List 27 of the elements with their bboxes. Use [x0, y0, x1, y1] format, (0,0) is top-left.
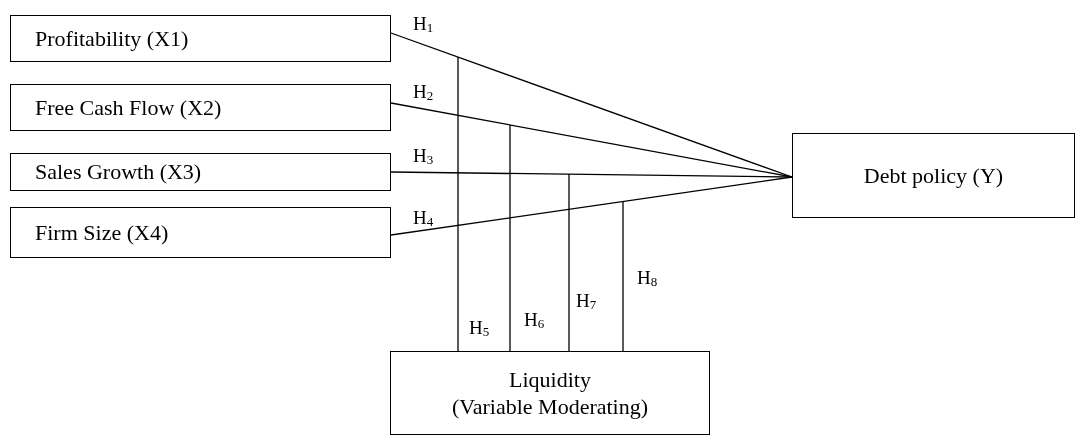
variable-label: Profitability (X1)	[35, 24, 189, 53]
hypothesis-label: H$_{3}$	[413, 146, 434, 166]
variable-label: Debt policy (Y)	[863, 161, 1004, 190]
moderating-line	[457, 56, 459, 352]
variable-box	[10, 207, 391, 258]
hypothesis-label: H$_{2}$	[413, 82, 434, 102]
moderating-line	[509, 124, 511, 352]
connector-line	[390, 32, 793, 178]
moderating-line	[622, 200, 624, 352]
hypothesis-label: H$_{8}$	[637, 268, 658, 288]
hypothesis-label: H$_{5}$	[469, 318, 490, 338]
variable-label: Firm Size (X4)	[35, 218, 169, 247]
connector-line	[390, 176, 793, 236]
variable-box	[10, 15, 391, 62]
variable-box	[390, 351, 710, 435]
hypothesis-label: H$_{1}$	[413, 14, 434, 34]
hypothesis-label: H$_{6}$	[524, 310, 545, 330]
variable-label: Free Cash Flow (X2)	[35, 93, 222, 122]
variable-label: Sales Growth (X3)	[35, 158, 202, 186]
hypothesis-label: H$_{4}$	[413, 208, 434, 228]
variable-label: (Variable Moderating)	[451, 393, 649, 421]
variable-box	[10, 84, 391, 131]
variable-box	[10, 153, 391, 191]
moderating-line	[568, 173, 570, 352]
variable-label: Liquidity	[509, 365, 591, 393]
variable-box	[792, 133, 1075, 218]
hypothesis-label: H$_{7}$	[576, 291, 597, 311]
